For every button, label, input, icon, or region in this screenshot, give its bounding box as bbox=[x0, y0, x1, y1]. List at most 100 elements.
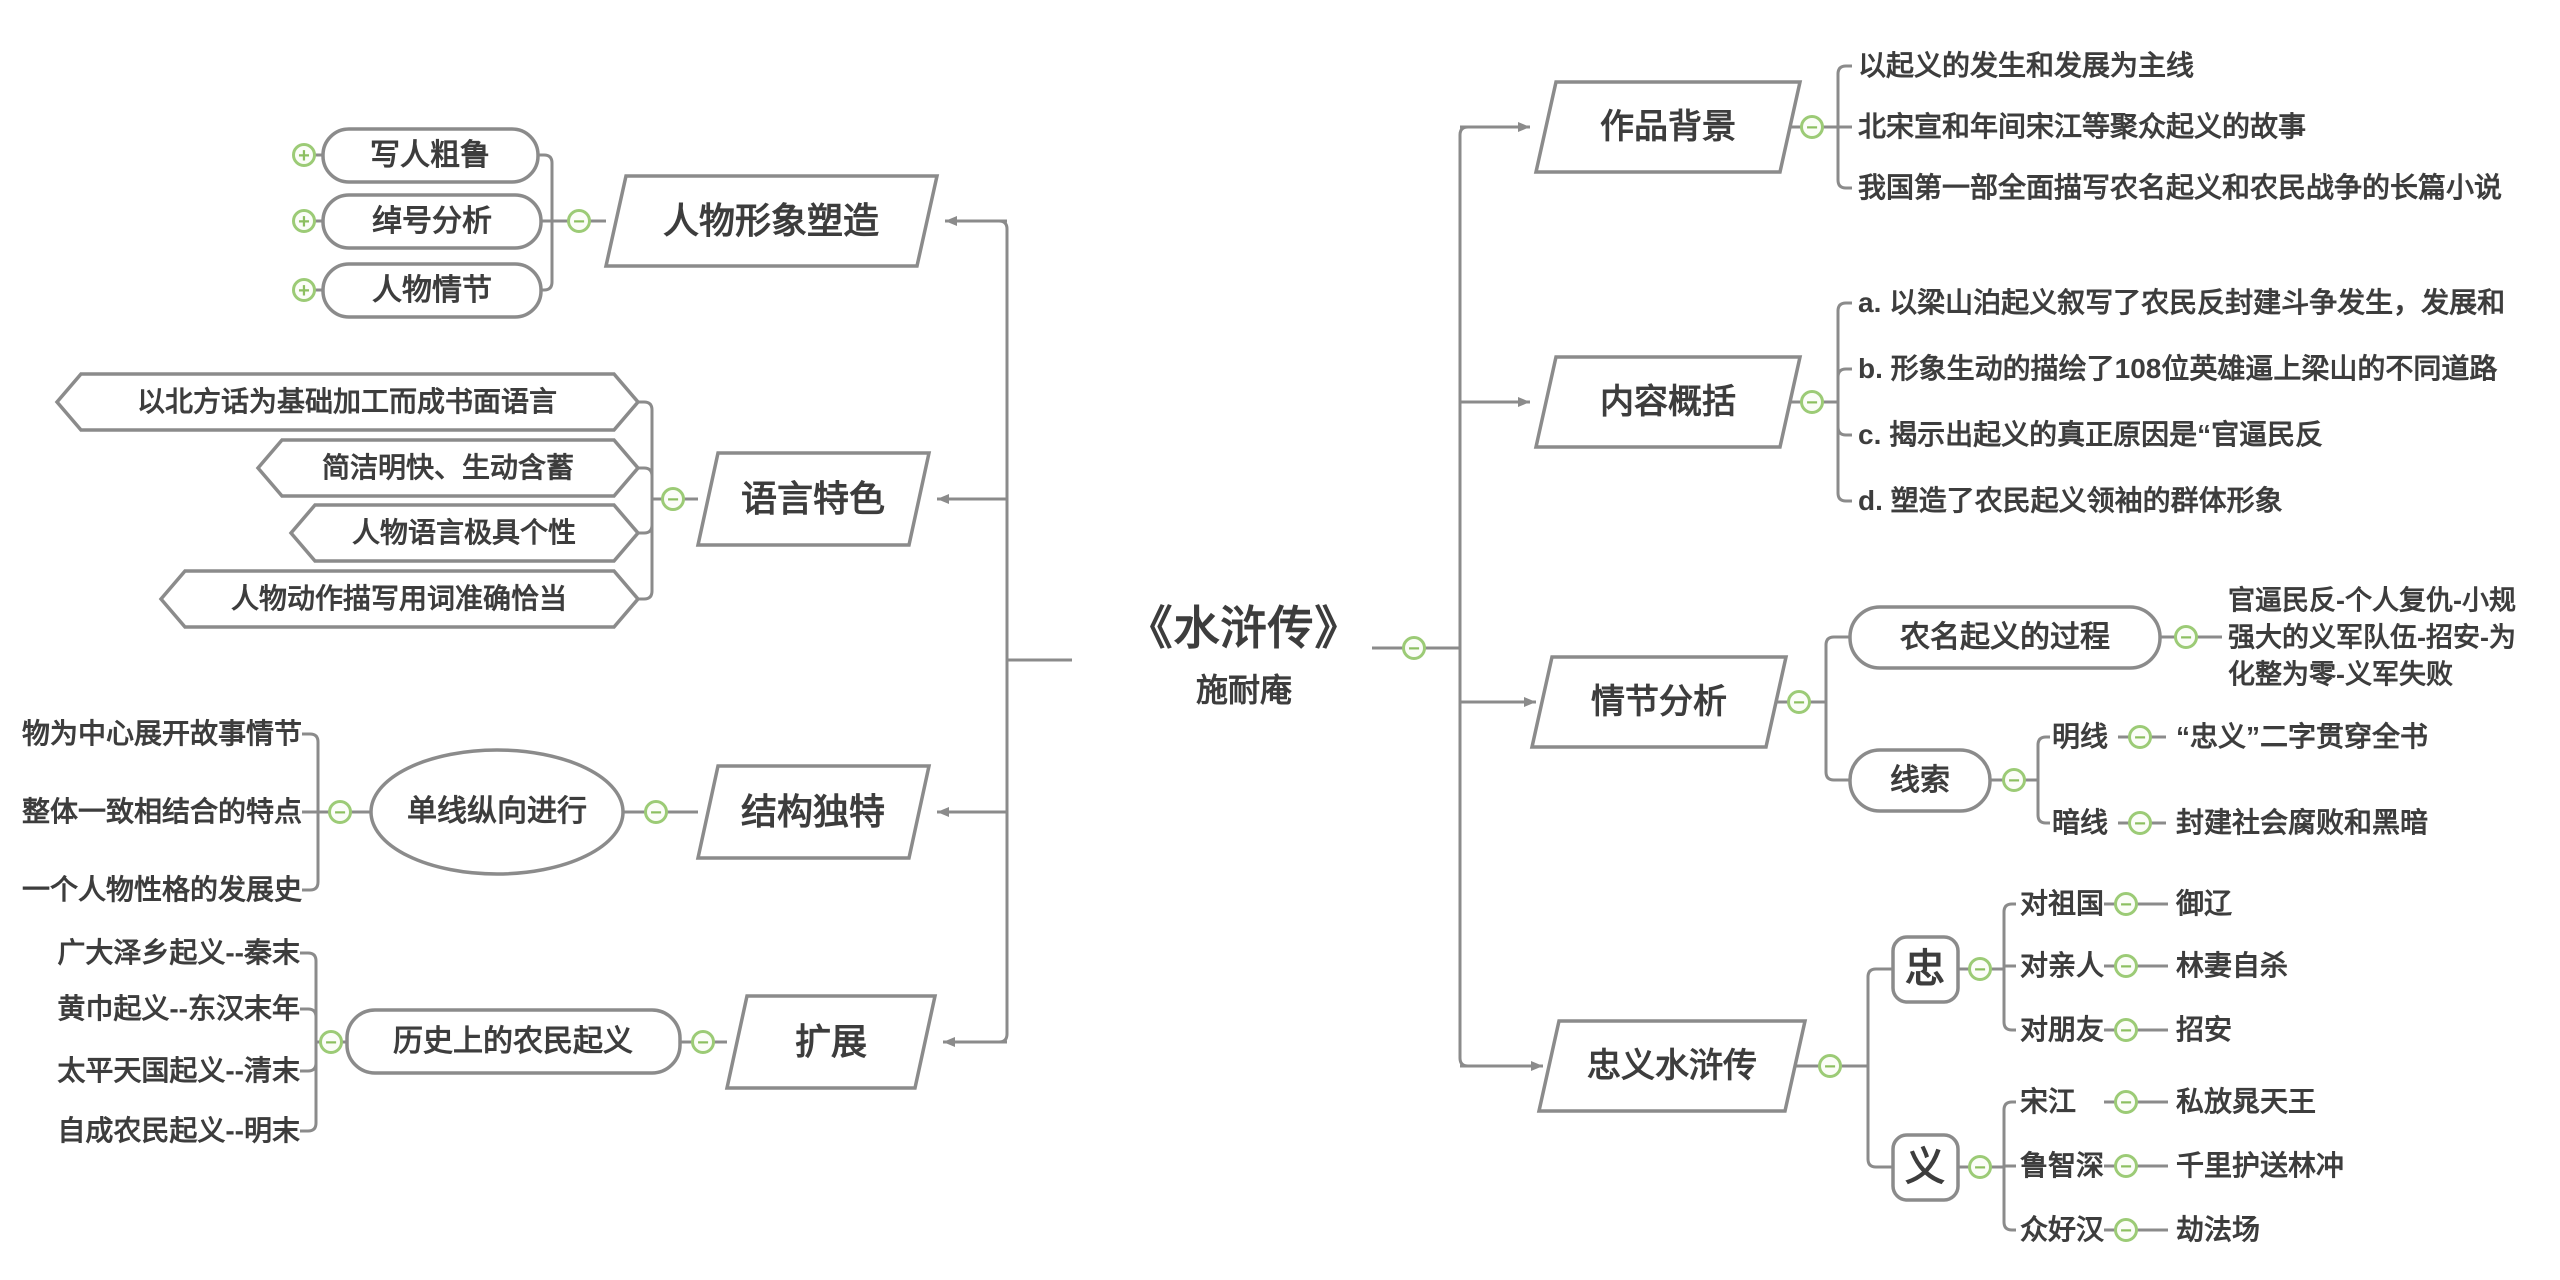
collapse-icon[interactable]: − bbox=[2114, 1018, 2138, 1042]
node-uprising-process-shape[interactable] bbox=[1848, 605, 2162, 670]
zhong-item-key[interactable]: 对祖国 bbox=[2020, 888, 2105, 919]
background-child[interactable]: 北宋宣和年间宋江等聚众起义的故事 bbox=[1858, 111, 2307, 142]
structure-child[interactable]: 整体一致相结合的特点 bbox=[21, 796, 302, 827]
clue-dark-value[interactable]: 封建社会腐败和黑暗 bbox=[2176, 807, 2429, 838]
node-plot-label[interactable]: 情节分析 bbox=[1591, 683, 1727, 721]
node-lang3-shape[interactable] bbox=[288, 503, 641, 563]
collapse-icon[interactable]: − bbox=[2114, 954, 2138, 978]
node-uprising-process-label[interactable]: 农名起义的过程 bbox=[1900, 621, 2110, 654]
collapse-icon[interactable]: − bbox=[1787, 690, 1811, 714]
node-lang3-label[interactable]: 人物语言极具个性 bbox=[351, 517, 577, 548]
clue-bright-value[interactable]: “忠义”二字贯穿全书 bbox=[2176, 721, 2429, 752]
structure-child[interactable]: 一个人物性格的发展史 bbox=[21, 874, 302, 905]
extension-child[interactable]: 太平天国起义--清末 bbox=[57, 1055, 300, 1086]
yi-item-key[interactable]: 鲁智深 bbox=[2020, 1150, 2105, 1181]
node-history-uprisings-shape[interactable] bbox=[345, 1008, 682, 1075]
node-structure-label[interactable]: 结构独特 bbox=[740, 791, 886, 832]
node-extension-shape[interactable] bbox=[724, 994, 938, 1090]
collapse-icon[interactable]: − bbox=[1800, 115, 1824, 139]
process-detail-line[interactable]: 化整为零-义军失败 bbox=[2228, 659, 2453, 690]
collapse-icon[interactable]: − bbox=[644, 800, 668, 824]
collapse-icon[interactable]: − bbox=[2114, 892, 2138, 916]
node-single-line-shape[interactable] bbox=[369, 748, 625, 876]
node-clue-shape[interactable] bbox=[1848, 748, 1992, 813]
expand-icon[interactable]: + bbox=[292, 209, 316, 233]
process-detail-line[interactable]: 强大的义军队伍-招安-为 bbox=[2228, 622, 2516, 653]
zhong-item-key[interactable]: 对亲人 bbox=[2020, 950, 2105, 981]
node-lang2-label[interactable]: 简洁明快、生动含蓄 bbox=[321, 452, 575, 483]
node-lang4-label[interactable]: 人物动作描写用词准确恰当 bbox=[230, 583, 568, 614]
collapse-icon[interactable]: − bbox=[567, 209, 591, 233]
collapse-icon[interactable]: − bbox=[2114, 1218, 2138, 1242]
summary-child[interactable]: d. 塑造了农民起义领袖的群体形象 bbox=[1858, 485, 2283, 516]
process-detail-line[interactable]: 官逼民反-个人复仇-小规 bbox=[2228, 585, 2516, 616]
node-zhong-label[interactable]: 忠 bbox=[1905, 947, 1945, 991]
yi-item-key[interactable]: 众好汉 bbox=[2020, 1214, 2105, 1245]
yi-item-value[interactable]: 私放晁天王 bbox=[2176, 1086, 2317, 1117]
node-clue-label[interactable]: 线索 bbox=[1890, 764, 1950, 797]
expand-icon[interactable]: + bbox=[292, 143, 316, 167]
collapse-icon[interactable]: − bbox=[2128, 725, 2152, 749]
yi-item-key[interactable]: 宋江 bbox=[2020, 1086, 2077, 1117]
collapse-icon[interactable]: − bbox=[2114, 1090, 2138, 1114]
collapse-icon[interactable]: − bbox=[2002, 768, 2026, 792]
zhong-item-key[interactable]: 对朋友 bbox=[2020, 1014, 2105, 1045]
collapse-icon[interactable]: − bbox=[2114, 1154, 2138, 1178]
node-language-shape[interactable] bbox=[695, 451, 932, 547]
node-write-rough-shape[interactable] bbox=[321, 127, 540, 184]
node-char-plot-shape[interactable] bbox=[321, 262, 543, 319]
zhong-item-value[interactable]: 招安 bbox=[2176, 1014, 2233, 1045]
structure-child[interactable]: 物为中心展开故事情节 bbox=[21, 718, 302, 749]
node-lang1-label[interactable]: 以北方话为基础加工而成书面语言 bbox=[136, 386, 558, 417]
collapse-icon[interactable]: − bbox=[1818, 1054, 1842, 1078]
node-character-shape[interactable] bbox=[603, 174, 940, 268]
node-zhong-shape[interactable] bbox=[1891, 935, 1960, 1004]
yi-item-value[interactable]: 千里护送林冲 bbox=[2176, 1150, 2345, 1181]
node-lang1-shape[interactable] bbox=[54, 372, 641, 432]
node-summary-shape[interactable] bbox=[1533, 355, 1803, 449]
clue-bright-label[interactable]: 明线 bbox=[2052, 721, 2109, 752]
zhong-item-value[interactable]: 林妻自杀 bbox=[2176, 950, 2289, 981]
collapse-icon[interactable]: − bbox=[1800, 390, 1824, 414]
node-nickname-label[interactable]: 绰号分析 bbox=[372, 205, 492, 238]
collapse-icon[interactable]: − bbox=[1402, 636, 1426, 660]
node-yi-shape[interactable] bbox=[1891, 1133, 1960, 1202]
extension-child[interactable]: 广大泽乡起义--秦末 bbox=[57, 937, 300, 968]
node-char-plot-label[interactable]: 人物情节 bbox=[372, 274, 492, 307]
collapse-icon[interactable]: − bbox=[691, 1030, 715, 1054]
collapse-icon[interactable]: − bbox=[328, 800, 352, 824]
center-title[interactable]: 《水浒传》 bbox=[1126, 602, 1362, 654]
summary-child[interactable]: a. 以梁山泊起义叙写了农民反封建斗争发生，发展和 bbox=[1858, 287, 2506, 318]
node-yi-label[interactable]: 义 bbox=[1905, 1145, 1945, 1189]
expand-icon[interactable]: + bbox=[292, 278, 316, 302]
extension-child[interactable]: 自成农民起义--明末 bbox=[57, 1115, 300, 1146]
clue-dark-label[interactable]: 暗线 bbox=[2052, 807, 2109, 838]
node-extension-label[interactable]: 扩展 bbox=[794, 1021, 868, 1062]
node-nickname-shape[interactable] bbox=[321, 193, 543, 250]
summary-child[interactable]: b. 形象生动的描绘了108位英雄逼上梁山的不同道路 bbox=[1858, 353, 2498, 384]
collapse-icon[interactable]: − bbox=[2174, 625, 2198, 649]
node-plot-shape[interactable] bbox=[1529, 655, 1789, 749]
node-single-line-label[interactable]: 单线纵向进行 bbox=[407, 795, 587, 828]
node-background-label[interactable]: 作品背景 bbox=[1600, 108, 1736, 146]
collapse-icon[interactable]: − bbox=[1968, 957, 1992, 981]
node-character-label[interactable]: 人物形象塑造 bbox=[662, 200, 880, 241]
node-summary-label[interactable]: 内容概括 bbox=[1600, 383, 1736, 421]
node-language-label[interactable]: 语言特色 bbox=[740, 478, 886, 519]
node-background-shape[interactable] bbox=[1533, 80, 1803, 174]
zhong-item-value[interactable]: 御辽 bbox=[2176, 888, 2233, 919]
node-loyalty-shape[interactable] bbox=[1536, 1019, 1808, 1113]
collapse-icon[interactable]: − bbox=[661, 487, 685, 511]
node-write-rough-label[interactable]: 写人粗鲁 bbox=[370, 139, 490, 172]
node-lang4-shape[interactable] bbox=[158, 569, 641, 629]
node-structure-shape[interactable] bbox=[695, 764, 932, 860]
collapse-icon[interactable]: − bbox=[319, 1030, 343, 1054]
yi-item-value[interactable]: 劫法场 bbox=[2176, 1214, 2261, 1245]
extension-child[interactable]: 黄巾起义--东汉末年 bbox=[57, 993, 300, 1024]
background-child[interactable]: 我国第一部全面描写农名起义和农民战争的长篇小说 bbox=[1858, 172, 2503, 203]
node-lang2-shape[interactable] bbox=[255, 438, 641, 498]
collapse-icon[interactable]: − bbox=[2128, 811, 2152, 835]
background-child[interactable]: 以起义的发生和发展为主线 bbox=[1858, 50, 2195, 81]
summary-child[interactable]: c. 揭示出起义的真正原因是“官逼民反 bbox=[1858, 419, 2324, 450]
node-history-uprisings-label[interactable]: 历史上的农民起义 bbox=[393, 1025, 633, 1058]
